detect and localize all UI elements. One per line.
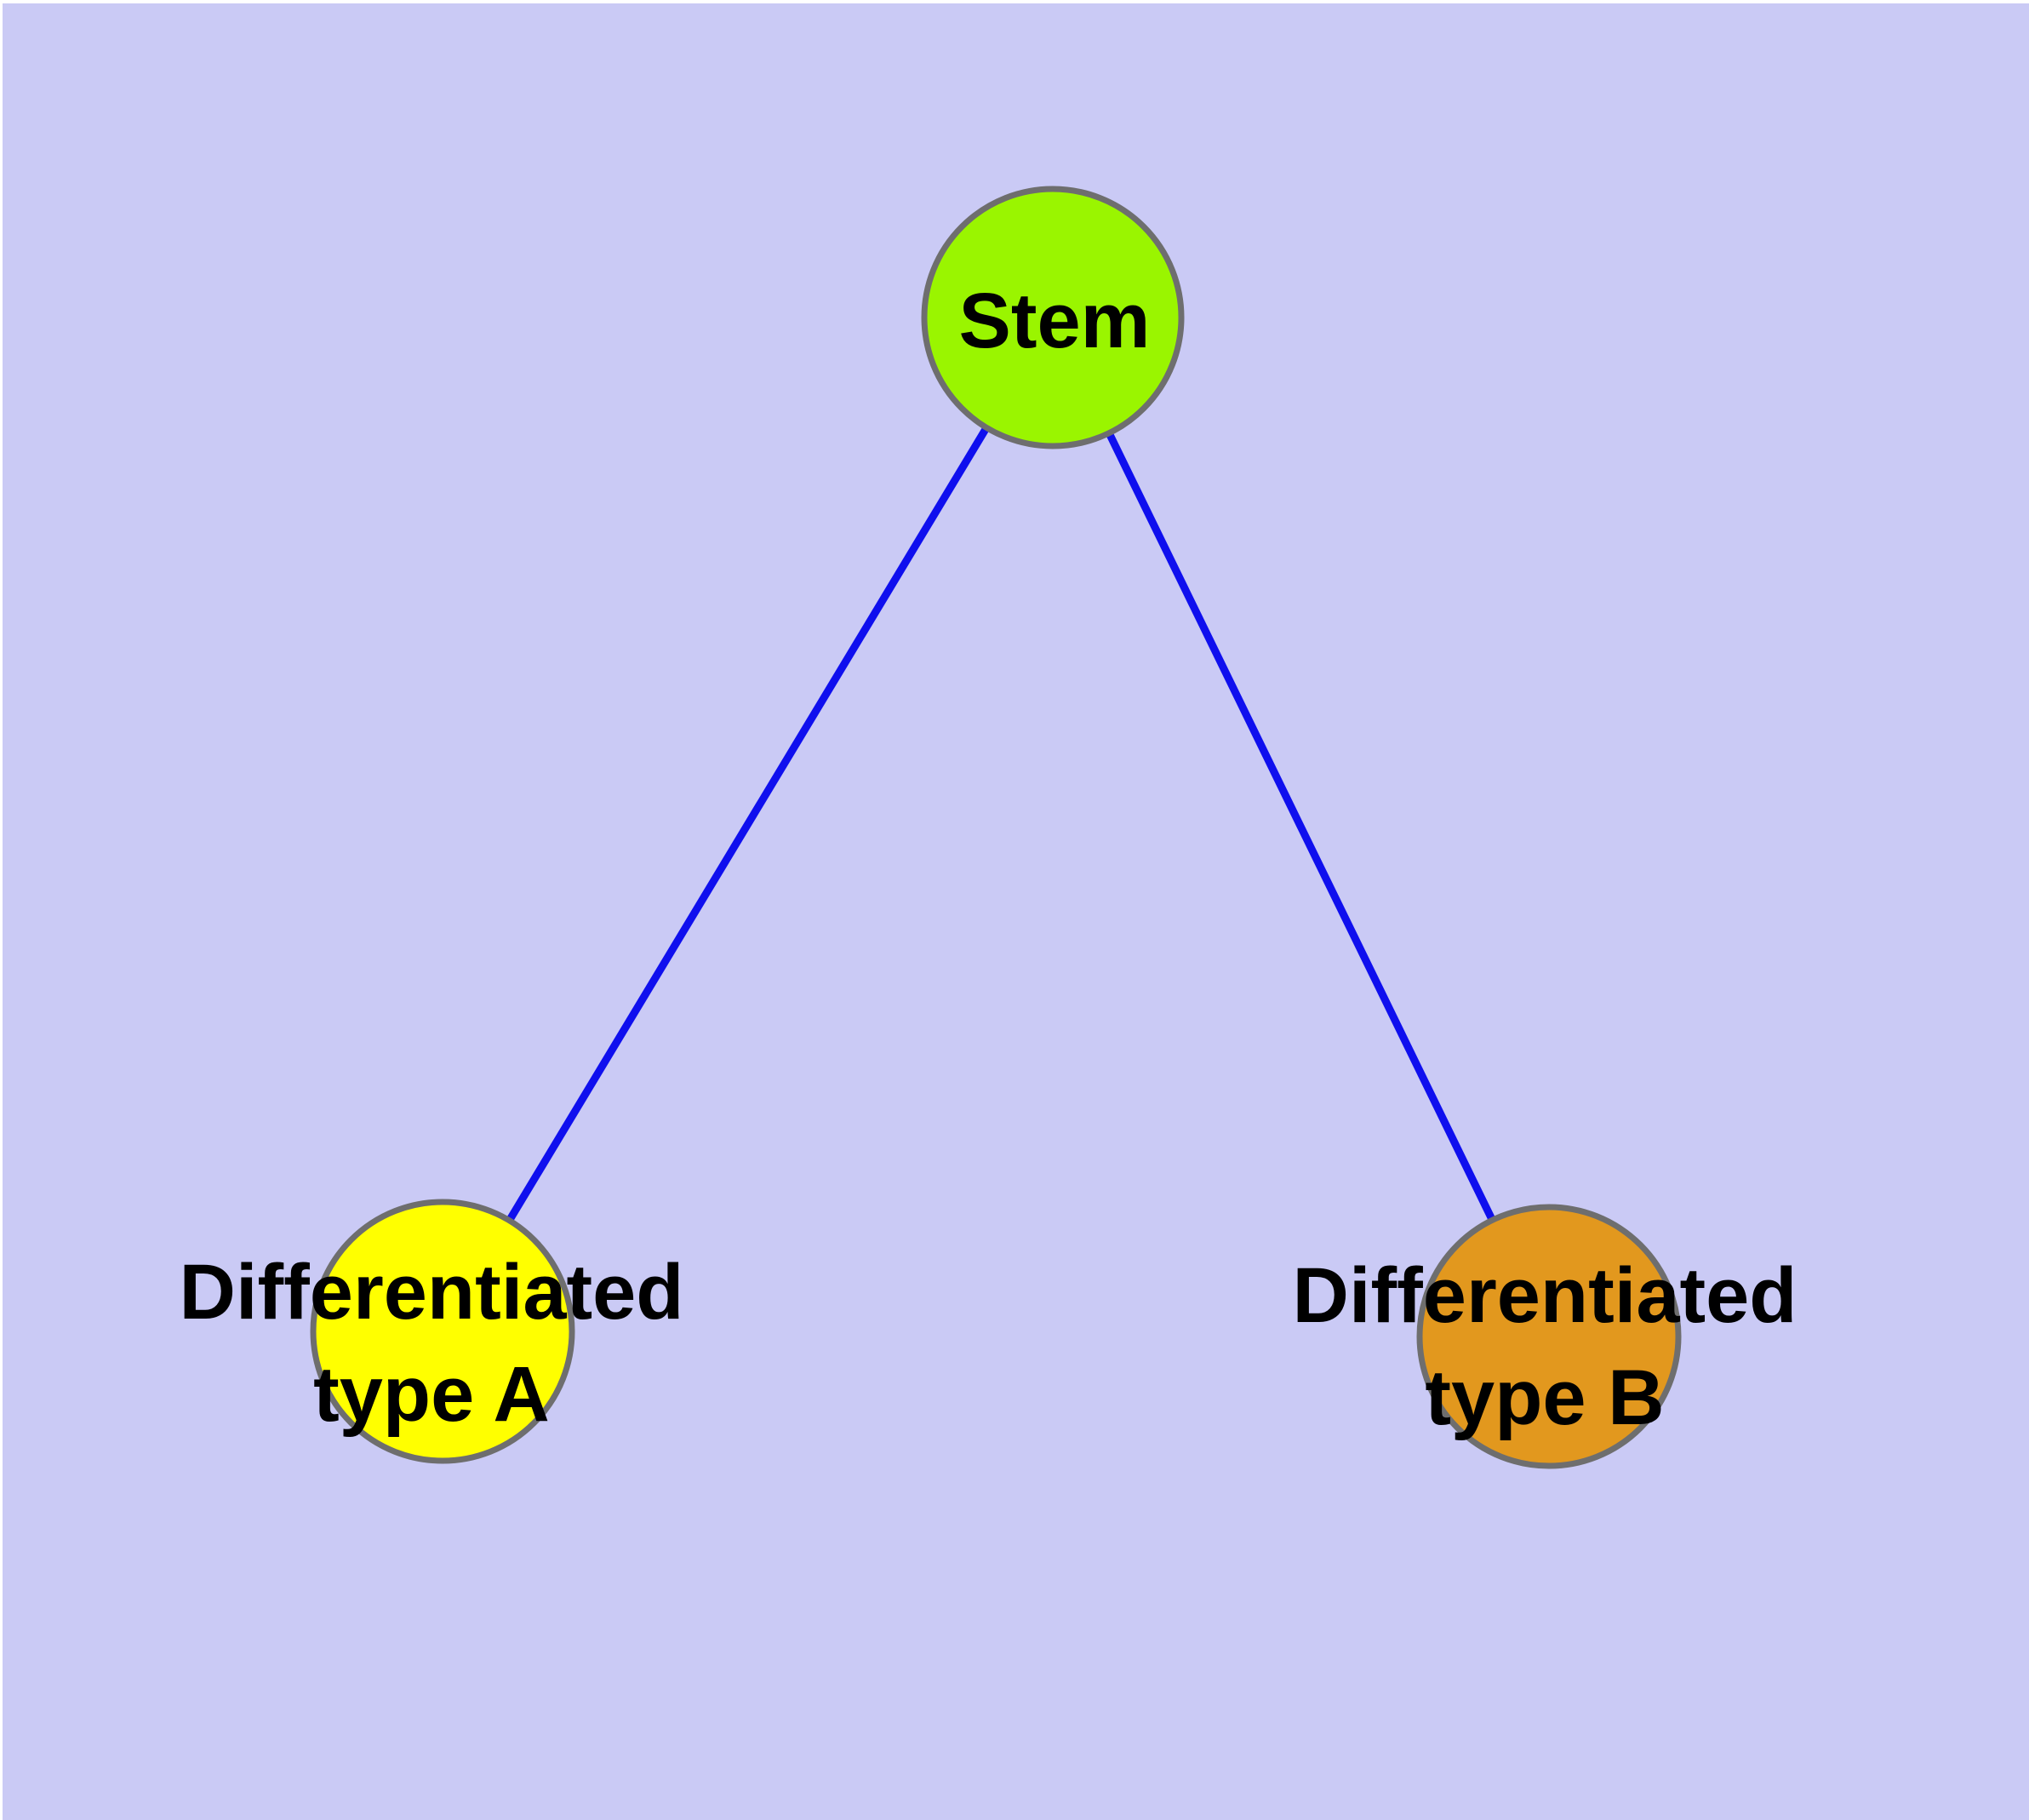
node-type-a-label-line1: Differentiated xyxy=(180,1249,684,1336)
node-type-b-label-line2: type B xyxy=(1425,1354,1664,1441)
node-differentiated-type-a[interactable] xyxy=(310,1199,575,1464)
edge-stem-to-type-b[interactable] xyxy=(1049,316,1553,1338)
node-type-b-label-line1: Differentiated xyxy=(1293,1252,1798,1339)
node-stem[interactable] xyxy=(921,186,1185,449)
edge-stem-to-type-a[interactable] xyxy=(439,315,1056,1334)
node-type-a-label-line2: type A xyxy=(313,1351,550,1438)
node-differentiated-type-b[interactable] xyxy=(1416,1204,1682,1469)
node-stem-label: Stem xyxy=(959,278,1151,364)
